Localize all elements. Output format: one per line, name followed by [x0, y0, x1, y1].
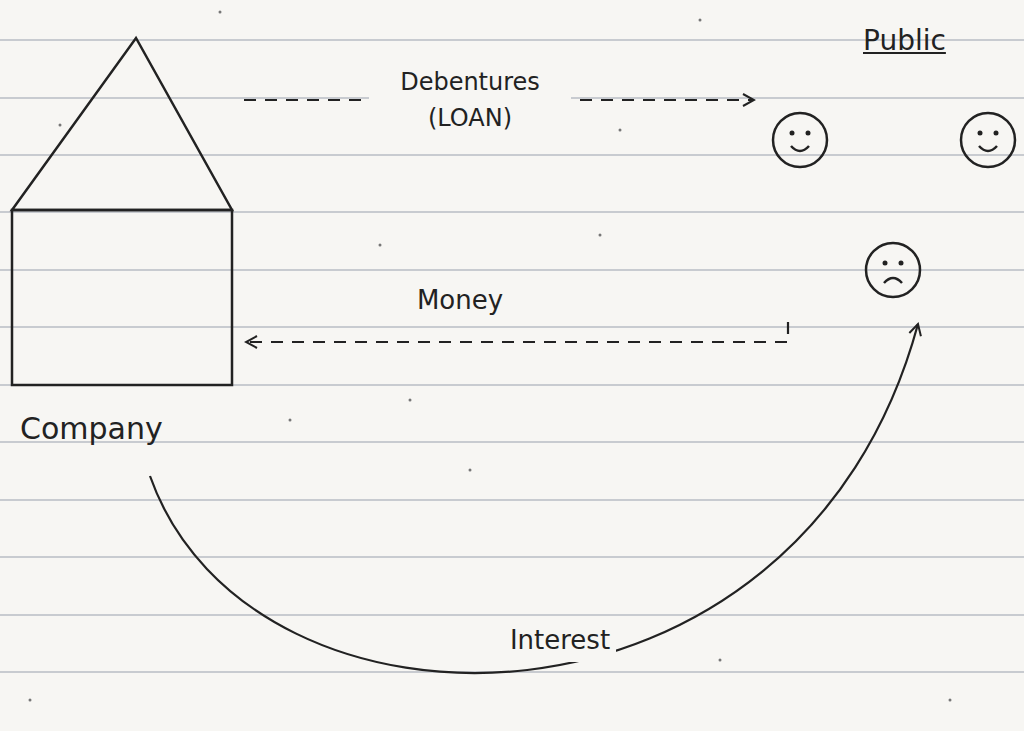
node-label: Public: [863, 25, 946, 57]
edge-label: Money: [411, 279, 509, 322]
faces-outline: [758, 20, 1020, 320]
public-group: Public: [758, 20, 1020, 320]
ruled-lines: [0, 40, 1024, 672]
paper-specks: [29, 11, 952, 702]
company-building: Company: [8, 30, 240, 472]
edge-label: Debentures (LOAN): [369, 62, 571, 138]
face-smile: [773, 113, 827, 167]
wall: [12, 210, 232, 385]
face-frown: [866, 243, 920, 297]
edge-label: Interest: [504, 619, 616, 662]
flow-arrow: [246, 322, 788, 342]
flow-arrow: [150, 324, 918, 673]
house-outline: [8, 30, 240, 472]
face-smile: [961, 113, 1015, 167]
node-label: Company: [20, 412, 163, 447]
roof: [12, 38, 232, 210]
